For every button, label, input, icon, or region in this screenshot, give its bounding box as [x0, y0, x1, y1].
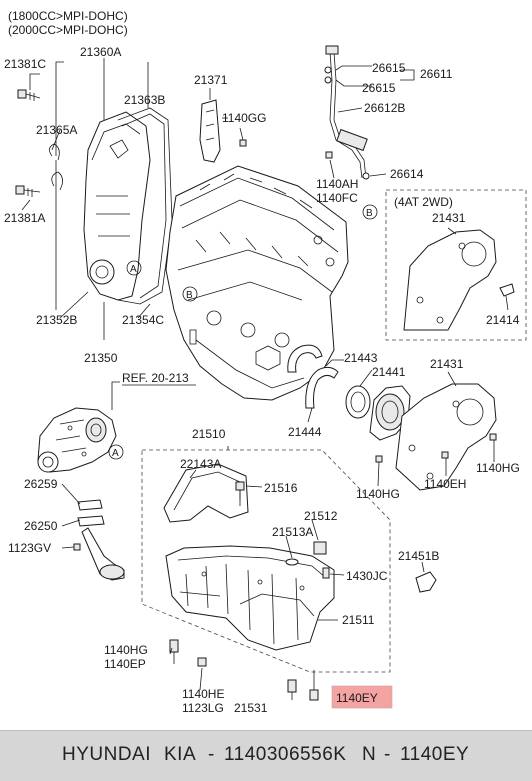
rear-seal-drawing: [287, 344, 411, 463]
label-1123lg: 1123LG: [182, 701, 224, 715]
footer-part-number: 1140306556K: [224, 744, 347, 765]
footer-code: 1140EY: [400, 744, 470, 765]
label-21431-right: 21431: [430, 357, 464, 371]
label-21414: 21414: [486, 313, 520, 327]
svg-text:B: B: [186, 290, 193, 301]
marker-a-pump: A: [108, 444, 124, 460]
label-26259: 26259: [24, 477, 58, 491]
label-1140hg-bottom: 1140HG: [104, 643, 148, 657]
label-26614: 26614: [390, 167, 424, 181]
label-1140hg-center: 1140HG: [356, 487, 400, 501]
engine-block-drawing: [165, 165, 349, 401]
label-21451b: 21451B: [398, 549, 439, 563]
drive-plate-drawing: [377, 371, 497, 491]
oil-pan-drawing: [141, 446, 437, 701]
label-21443: 21443: [344, 351, 378, 365]
label-26615-a: 26615: [372, 61, 406, 75]
label-1140hg-right: 1140HG: [476, 461, 520, 475]
label-26612b: 26612B: [364, 101, 405, 115]
svg-text:B: B: [366, 208, 373, 219]
svg-text:A: A: [130, 264, 137, 275]
timing-cover-leaders: [21, 58, 151, 340]
footer-brand-2: KIA: [164, 744, 197, 765]
label-1123gv: 1123GV: [8, 541, 51, 555]
spec-1800: (1800CC>MPI-DOHC): [8, 9, 128, 23]
marker-b-block: B: [182, 286, 198, 302]
label-21511: 21511: [342, 613, 375, 627]
footer-n: N: [362, 744, 377, 765]
oil-strainer-drawing: [61, 483, 125, 581]
label-21363b: 21363B: [124, 93, 165, 107]
label-1140gg: 1140GG: [222, 111, 266, 125]
svg-text:A: A: [112, 448, 119, 459]
label-26250: 26250: [24, 519, 58, 533]
marker-a-top: A: [126, 260, 142, 276]
label-21371: 21371: [194, 73, 228, 87]
label-21360a: 21360A: [80, 45, 121, 59]
label-26615-b: 26615: [362, 81, 396, 95]
label-21352b: 21352B: [36, 313, 77, 327]
spec-2000: (2000CC>MPI-DOHC): [8, 23, 128, 37]
parts-diagram: A A B B (1800CC>MPI-DOHC) (2000CC>MPI-DO…: [4, 9, 527, 715]
bracket-21371-drawing: [199, 88, 247, 163]
label-1140ey: 1140EY: [336, 691, 378, 705]
label-21516: 21516: [264, 481, 298, 495]
label-21510: 21510: [192, 427, 226, 441]
footer-brand: HYUNDAI: [62, 744, 152, 765]
label-1140fc: 1140FC: [316, 191, 358, 205]
label-1430jc: 1430JC: [346, 569, 388, 583]
box-title-4at-2wd: (4AT 2WD): [394, 195, 453, 209]
highlight-box: [331, 685, 393, 709]
label-21381c: 21381C: [4, 57, 46, 71]
oil-pump-drawing: [37, 381, 120, 473]
label-21350: 21350: [84, 351, 118, 365]
part-number-footer: HYUNDAI KIA - 1140306556K N - 1140EY: [0, 730, 532, 781]
label-1140eh: 1140EH: [424, 477, 466, 491]
ref-20-213: REF. 20-213: [122, 371, 189, 385]
marker-b-dipstick: B: [362, 204, 378, 220]
footer-separator-2: -: [384, 744, 391, 765]
label-22143a: 22143A: [180, 457, 221, 471]
label-1140ep: 1140EP: [104, 657, 146, 671]
label-21354c: 21354C: [122, 313, 164, 327]
label-21431-box: 21431: [432, 211, 466, 225]
label-21531: 21531: [234, 701, 268, 715]
label-1140ah: 1140AH: [316, 177, 358, 191]
label-26611: 26611: [420, 67, 453, 81]
label-21512: 21512: [304, 509, 338, 523]
label-21513a: 21513A: [272, 525, 313, 539]
dipstick-drawing: [324, 45, 415, 180]
label-21441: 21441: [372, 365, 406, 379]
label-21381a: 21381A: [4, 211, 45, 225]
label-21444: 21444: [288, 425, 322, 439]
4at-2wd-box: [385, 189, 527, 341]
label-1140he: 1140HE: [182, 687, 224, 701]
footer-separator-1: -: [208, 744, 215, 765]
label-21365a: 21365A: [36, 123, 77, 137]
